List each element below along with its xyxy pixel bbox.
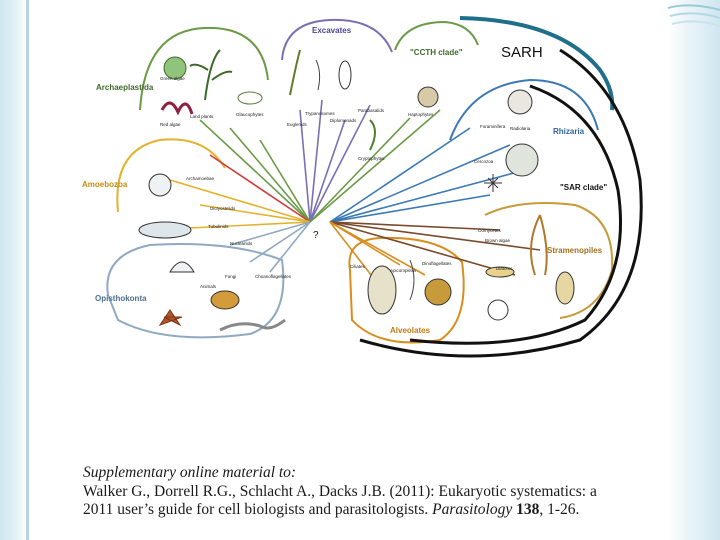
taxon-label-euglenids: Euglenids bbox=[287, 122, 308, 127]
taxon-label-tubulinids: Tubulinids bbox=[208, 224, 229, 229]
taxon-label-dinoflagellates: Dinoflagellates bbox=[422, 261, 452, 266]
taxon-label-radiolaria: Radiolaria bbox=[510, 126, 531, 131]
taxon-label-brown-algae: Brown algae bbox=[485, 238, 511, 243]
animal-illustration bbox=[220, 320, 285, 330]
root-question-mark: ? bbox=[313, 230, 319, 241]
caption-line-1: Supplementary online material to: bbox=[83, 463, 683, 482]
dictyostelid-illustration bbox=[149, 174, 171, 196]
taxon-label-land-plants: Land plants bbox=[190, 114, 214, 119]
fungus-illustration bbox=[170, 262, 194, 272]
amoeba-illustration bbox=[139, 222, 191, 238]
caption-pages: , 1-26. bbox=[539, 501, 579, 518]
sarh-label: SARH bbox=[501, 44, 543, 61]
euglenid-illustration bbox=[290, 50, 300, 95]
caption-volume: 138 bbox=[512, 501, 539, 518]
starfish-illustration bbox=[160, 310, 182, 325]
archaeplastida-arc bbox=[140, 28, 268, 110]
red-algae-illustration bbox=[162, 103, 192, 114]
taxon-label-animals: Animals bbox=[200, 284, 217, 289]
caption-line-2: Walker G., Dorrell R.G., Schlacht A., Da… bbox=[83, 482, 683, 501]
taxon-label-cercozoa: Cercozoa bbox=[474, 159, 494, 164]
stramenopiles-arc bbox=[485, 203, 612, 318]
group-label-alveolates: Alveolates bbox=[390, 326, 431, 335]
foraminifera-illustration bbox=[508, 90, 532, 114]
taxon-label-foraminifera: Foraminifera bbox=[480, 124, 506, 129]
diatom-illustration bbox=[556, 272, 574, 304]
taxon-label-oomycetes: Oomycetes bbox=[478, 228, 502, 233]
taxon-label-cryptophytes: Cryptophytes bbox=[358, 156, 385, 161]
haptophyte-illustration bbox=[418, 87, 438, 107]
fly-illustration bbox=[211, 291, 239, 309]
ccth-arc bbox=[395, 22, 478, 50]
taxon-label-ciliates: Ciliates bbox=[350, 264, 366, 269]
taxon-label-glaucophytes: Glaucophytes bbox=[236, 112, 264, 117]
taxon-label-diatoms: Diatoms bbox=[496, 266, 513, 271]
group-label-stramenopiles: Stramenopiles bbox=[547, 246, 603, 255]
caption-intro: Supplementary online material to: bbox=[83, 464, 296, 481]
brown-algae-illustration bbox=[531, 215, 547, 275]
taxon-label-parabasalids: Parabasalids bbox=[358, 108, 385, 113]
trypanosome-illustration bbox=[316, 60, 320, 90]
taxon-label-green-algae: Green algae bbox=[160, 76, 185, 81]
group-label-sar: "SAR clade" bbox=[560, 183, 607, 192]
glaucophyte-illustration bbox=[238, 92, 262, 104]
taxon-label-fungi: Fungi bbox=[225, 274, 236, 279]
taxon-label-haptophytes: Haptophytes bbox=[408, 112, 434, 117]
taxon-label-red-algae: Red algae bbox=[160, 122, 181, 127]
diplomonad-illustration bbox=[339, 61, 351, 89]
caption-journal: Parasitology bbox=[432, 501, 512, 518]
group-label-excavates: Excavates bbox=[312, 26, 352, 35]
group-label-amoebozoa: Amoebozoa bbox=[82, 180, 128, 189]
caption-line-3: 2011 user’s guide for cell biologists an… bbox=[83, 500, 683, 519]
taxon-label-trypanosomes: Trypanosomes bbox=[305, 111, 335, 116]
alveolate-illustration bbox=[425, 279, 451, 305]
apicomplexa-illustration bbox=[488, 300, 508, 320]
taxon-label-diplomonads: Diplomonads bbox=[330, 118, 357, 123]
group-label-rhizaria: Rhizaria bbox=[553, 127, 585, 136]
caption-title-text: 2011 user’s guide for cell biologists an… bbox=[83, 501, 432, 518]
taxon-label-nucleariids: Nucleariids bbox=[230, 241, 253, 246]
taxon-label-archamoebae: Archamoebae bbox=[186, 176, 215, 181]
taxon-label-choanoflagellates: Choanoflagellates bbox=[255, 274, 292, 279]
ciliate-illustration bbox=[368, 266, 396, 314]
land-plant-illustration bbox=[190, 50, 232, 100]
dinoflagellate-illustration bbox=[410, 260, 414, 300]
group-label-archaeplastida: Archaeplastida bbox=[96, 83, 154, 92]
radiolaria-illustration bbox=[506, 144, 538, 176]
taxon-label-dictyostelids: Dictyostelids bbox=[210, 206, 236, 211]
group-label-ccth: "CCTH clade" bbox=[410, 48, 463, 57]
taxon-label-apicomplexa: Apicomplexa bbox=[390, 268, 416, 273]
cryptophyte-illustration bbox=[370, 120, 375, 150]
group-label-opisthokonta: Opisthokonta bbox=[95, 294, 147, 303]
